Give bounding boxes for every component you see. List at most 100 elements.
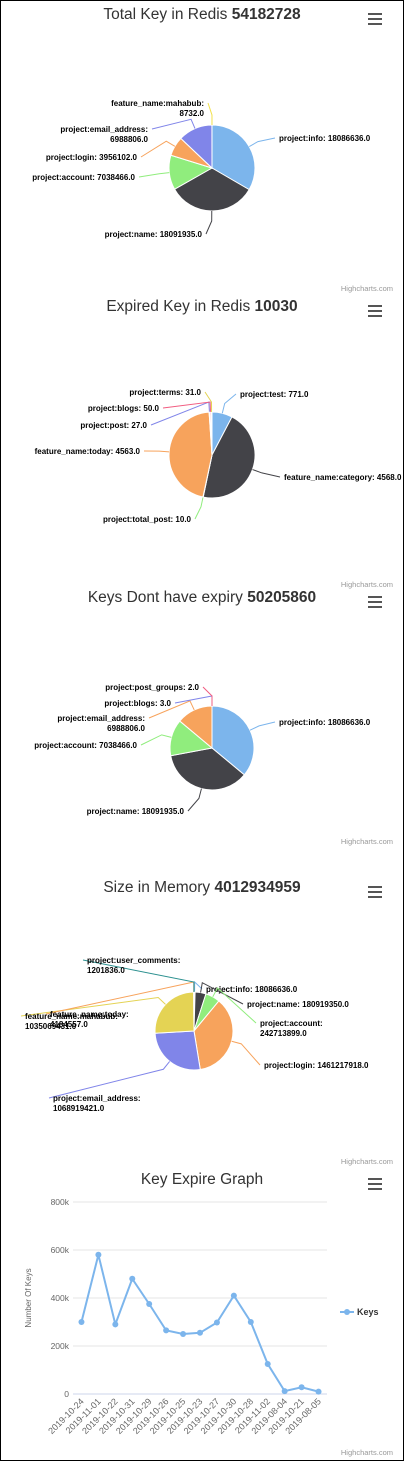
pie-data-label: project:account: 7038466.0 [34,741,137,750]
data-point[interactable] [281,1388,288,1395]
legend-item[interactable]: Keys [340,1307,379,1317]
data-point[interactable] [298,1384,305,1391]
pie-connector [212,987,257,1024]
data-point[interactable] [247,1319,254,1325]
pie-connector [140,734,172,746]
pie-data-label: project:user_comments:1201836.0 [87,956,180,975]
pie-connector [194,980,203,993]
pie-data-label: project:email_address:1068919421.0 [53,1094,141,1113]
svg-text:Keys: Keys [357,1307,379,1317]
pie-connector [148,700,195,719]
hamburger-menu-icon[interactable] [368,886,382,898]
pie-data-label: feature_name:today: 4563.0 [35,447,141,456]
chart-title: Keys Dont have expiry 50205860 [87,589,317,606]
data-point[interactable] [264,1361,271,1367]
pie-data-label: project:name: 18091935.0 [87,807,185,816]
pie-connector [249,721,276,731]
pie-slice[interactable] [154,1030,201,1071]
chart-panel-total-keys: Total Key in Redis 54182728 project:info… [1,0,403,296]
pie-data-label: project:info: 18086636.0 [279,134,371,143]
pie-connector [207,102,213,126]
pie-data-label: project:blogs: 3.0 [104,699,171,708]
pie-data-label: project:login: 1461217918.0 [264,1061,369,1070]
y-axis-title: Number Of Keys [24,1268,33,1327]
data-point[interactable] [95,1251,102,1258]
pie-connector [187,788,202,812]
pie-connector [140,140,176,158]
pie-connector [205,210,213,235]
pie-data-label: project:name: 180919350.0 [247,1000,349,1009]
pie-connector [231,1040,261,1066]
pie-connector [252,469,281,478]
pie-data-label: feature_name:mahabub:1035069431.0 [25,1012,118,1031]
pie-data-label: feature_name:today:4184557.0 [50,1010,129,1029]
pie-data-label: project:account: 7038466.0 [32,173,135,182]
credit-link[interactable]: Highcharts.com [340,837,393,846]
y-tick-label: 400k [51,1293,70,1303]
pie-data-label: project:total_post: 10.0 [103,515,192,524]
credit-link[interactable]: Highcharts.com [340,284,393,293]
pie-data-label: project:info: 18086636.0 [206,985,298,994]
data-point[interactable] [163,1327,170,1334]
pie-connector [204,391,213,413]
hamburger-menu-icon[interactable] [368,1178,382,1190]
data-point[interactable] [146,1301,153,1307]
y-tick-label: 0 [64,1389,69,1399]
data-point[interactable] [180,1331,187,1337]
pie-data-label: project:info: 18086636.0 [279,718,371,727]
chart-title: Total Key in Redis 54182728 [103,6,301,23]
pie-data-label: feature_name:mahabub:8732.0 [111,99,204,118]
pie-slice[interactable] [154,991,195,1034]
y-tick-label: 600k [51,1245,70,1255]
pie-data-label: project:name: 18091935.0 [105,230,203,239]
pie-connector [48,1061,171,1099]
pie-chart-total-keys: project:info: 18086636.0 project:name: 18… [32,99,371,239]
pie-data-label: project:terms: 31.0 [129,388,201,397]
pie-connector [221,393,237,414]
pie-connector [200,981,244,1005]
pie-connector [82,959,195,993]
hamburger-menu-icon[interactable] [368,13,382,25]
chart-title: Key Expire Graph [140,1171,264,1188]
pie-data-label: project:email_address:6988806.0 [57,714,145,733]
pie-chart-no-expiry: project:info: 18086636.0 project:name: 18… [34,683,371,816]
pie-slice[interactable] [202,416,256,499]
pie-slice[interactable] [211,124,256,191]
chart-title: Size in Memory 4012934959 [103,879,301,896]
pie-slice[interactable] [168,411,213,498]
data-point[interactable] [129,1275,136,1282]
credit-link[interactable]: Highcharts.com [340,1157,393,1166]
pie-connector [249,137,276,147]
chart-panel-expired-keys: Expired Key in Redis 10030 project:test:… [1,296,403,589]
data-point[interactable] [213,1319,220,1326]
pie-connector [151,118,196,130]
pie-connector [194,496,204,520]
pie-data-label: project:blogs: 50.0 [88,404,160,413]
pie-data-label: project:post: 27.0 [80,421,147,430]
y-tick-label: 800k [51,1197,70,1207]
data-point[interactable] [315,1388,322,1395]
pie-connector [138,172,170,178]
pie-connector [202,686,213,706]
hamburger-menu-icon[interactable] [368,305,382,317]
pie-chart-expired-keys: project:test: 771.0feature_name:category… [35,388,402,524]
pie-data-label: project:login: 3956102.0 [46,153,138,162]
credit-link[interactable]: Highcharts.com [340,1448,393,1457]
credit-link[interactable]: Highcharts.com [340,580,393,589]
data-point[interactable] [230,1292,237,1299]
chart-title: Expired Key in Redis 10030 [106,298,298,315]
data-point[interactable] [197,1329,203,1336]
chart-panel-no-expiry: Keys Dont have expiry 50205860 project:i… [1,586,403,876]
data-point[interactable] [78,1319,85,1325]
y-tick-label: 200k [51,1341,70,1351]
pie-connector [162,401,211,413]
data-point[interactable] [112,1321,119,1328]
pie-data-label: project:post_groups: 2.0 [105,683,199,692]
chart-panel-memory-size: Size in Memory 4012934959 project:info: … [1,876,403,1166]
pie-data-label: project:email_address:6988806.0 [60,125,148,144]
hamburger-menu-icon[interactable] [368,596,382,608]
pie-data-label: project:test: 771.0 [240,390,309,399]
pie-data-label: project:account:242713899.0 [260,1019,323,1038]
